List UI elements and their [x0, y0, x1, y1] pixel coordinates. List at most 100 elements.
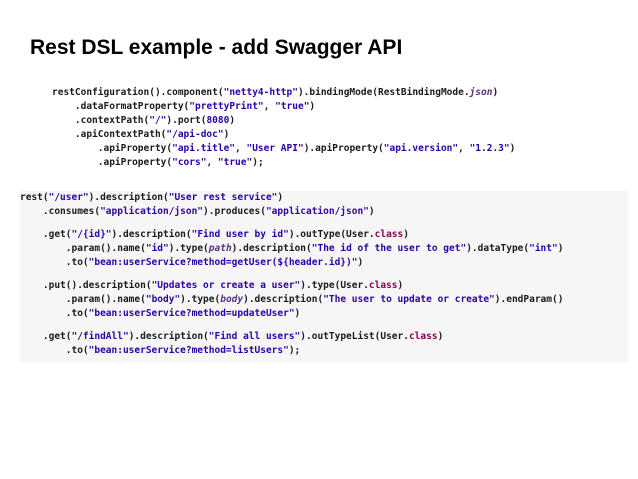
code-token: "/": [149, 115, 167, 126]
code-token: .get(: [20, 229, 72, 240]
code-line: [20, 219, 628, 228]
code-token: "api.title": [172, 143, 236, 154]
code-token: ): [509, 143, 516, 154]
code-token: ): [403, 229, 409, 240]
code-token: "Find user by id": [191, 229, 289, 240]
code-token: 8080: [206, 115, 230, 126]
code-line: .to("bean:userService?method=listUsers")…: [20, 344, 628, 358]
rest-routes-code: rest("/user" ).description( "User rest ser…: [20, 191, 628, 362]
code-token: .consumes(: [20, 206, 101, 217]
code-token: .contextPath(: [52, 115, 150, 126]
code-token: class: [368, 280, 398, 291]
code-token: ): [357, 257, 364, 268]
code-token: .dataFormatProperty(: [52, 101, 190, 112]
code-line: .dataFormatProperty("prettyPrint", "true…: [52, 100, 515, 114]
code-token: ).outTypeList(User.: [300, 331, 409, 342]
code-line: .apiContextPath("/api-doc"): [52, 128, 515, 142]
code-token: "The user to update or create": [323, 294, 495, 305]
code-token: ).type(User.: [300, 280, 369, 291]
code-token: ).apiProperty(: [303, 143, 384, 154]
code-token: "The id of the user to get": [311, 243, 467, 254]
code-token: ): [368, 206, 375, 217]
code-token: "/findAll": [71, 331, 129, 342]
code-token: .apiProperty(: [52, 143, 173, 154]
code-token: "Updates or create a user": [151, 280, 301, 291]
code-token: "cors": [172, 157, 207, 168]
code-token: "User rest service": [168, 192, 278, 203]
code-line: .apiProperty("cors", "true");: [52, 156, 515, 170]
code-token: "Find all users": [208, 331, 301, 342]
code-line: .contextPath("/").port(8080): [52, 114, 515, 128]
code-line: .get("/{id}").description("Find user by …: [20, 228, 628, 242]
code-token: ).type(: [180, 294, 221, 305]
code-token: body: [220, 294, 244, 305]
code-token: ): [309, 101, 316, 112]
code-token: .param().name(: [20, 294, 146, 305]
code-line: .apiProperty("api.title", "User API").ap…: [52, 142, 516, 156]
code-token: class: [374, 229, 404, 240]
code-token: .to(: [20, 257, 89, 268]
code-token: .put().description(: [20, 280, 152, 291]
code-token: ): [294, 308, 301, 319]
slide-title: Rest DSL example - add Swagger API: [30, 36, 403, 59]
code-token: "netty4-http": [223, 87, 298, 98]
code-token: "int": [529, 243, 558, 254]
code-line: [20, 321, 628, 330]
code-token: "true": [217, 157, 253, 168]
code-token: path: [208, 243, 232, 254]
code-token: .apiContextPath(: [52, 129, 167, 140]
code-token: "true": [275, 101, 310, 112]
code-token: "application/json": [100, 206, 204, 217]
code-token: ).endParam(): [494, 294, 564, 305]
code-token: ).description(: [111, 229, 192, 240]
code-token: "bean:userService?method=updateUser": [88, 308, 295, 319]
code-token: ): [397, 280, 404, 291]
code-token: "1.2.3": [469, 143, 510, 154]
code-token: ): [437, 331, 444, 342]
code-token: ).bindingMode(RestBindingMode.: [297, 87, 470, 98]
code-token: ,: [458, 143, 470, 154]
code-line: .to("bean:userService?method=getUser(${h…: [20, 256, 628, 270]
code-token: ).description(: [231, 243, 312, 254]
code-token: );: [252, 157, 264, 168]
code-token: ).description(: [243, 294, 324, 305]
code-token: ): [557, 243, 564, 254]
code-line: restConfiguration().component("netty4-ht…: [52, 86, 515, 100]
code-token: ): [492, 87, 499, 98]
code-token: "/{id}": [71, 229, 112, 240]
code-token: "/api-doc": [166, 129, 224, 140]
code-token: "bean:userService?method=getUser(${heade…: [88, 257, 358, 268]
code-token: ).produces(: [203, 206, 266, 217]
code-line: .get("/findAll").description("Find all u…: [20, 330, 628, 344]
code-line: rest("/user").description("User rest ser…: [20, 191, 628, 205]
code-token: "body": [145, 294, 181, 305]
code-token: "bean:userService?method=listUsers": [88, 345, 289, 356]
code-token: .to(: [20, 345, 89, 356]
code-line: .param().name("id").type(path).descripti…: [20, 242, 628, 256]
code-token: .apiProperty(: [52, 157, 173, 168]
code-line: .consumes("application/json").produces("…: [20, 205, 628, 219]
code-token: "User API": [246, 143, 304, 154]
code-token: "/user": [48, 192, 89, 203]
code-token: restConfiguration().component(: [52, 87, 224, 98]
code-token: ).outType(User.: [288, 229, 375, 240]
code-token: class: [408, 331, 438, 342]
code-token: ,: [206, 157, 218, 168]
rest-configuration-code: restConfiguration().component("netty4-ht…: [52, 86, 515, 170]
code-line: [20, 270, 628, 279]
code-token: ): [277, 192, 284, 203]
code-token: );: [288, 345, 301, 356]
code-token: ).description(: [128, 331, 209, 342]
code-token: "id": [145, 243, 169, 254]
code-token: ).type(: [168, 243, 209, 254]
code-token: ).port(: [166, 115, 207, 126]
code-token: .get(: [20, 331, 72, 342]
code-line: .param().name("body").type(body).descrip…: [20, 293, 628, 307]
code-token: ,: [263, 101, 276, 112]
code-token: "api.version": [383, 143, 459, 154]
code-token: ): [229, 115, 236, 126]
code-token: ): [223, 129, 230, 140]
code-token: rest(: [20, 192, 49, 203]
code-token: .param().name(: [20, 243, 146, 254]
